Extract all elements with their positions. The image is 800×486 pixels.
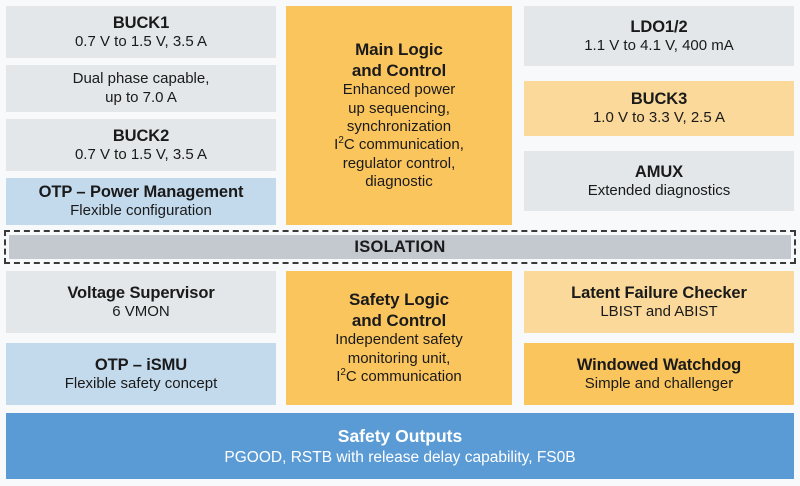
block-dual-phase[interactable]: Dual phase capable, up to 7.0 A bbox=[6, 64, 276, 112]
block-buck2-spec: 0.7 V to 1.5 V, 3.5 A bbox=[74, 145, 208, 163]
block-main-logic-sub-5: regulator control, bbox=[342, 154, 456, 172]
block-ldo1-2-title: LDO1/2 bbox=[630, 17, 688, 36]
block-buck1[interactable]: BUCK1 0.7 V to 1.5 V, 3.5 A bbox=[6, 6, 276, 58]
block-amux[interactable]: AMUX Extended diagnostics bbox=[524, 151, 794, 211]
block-safety-logic-title-line2: and Control bbox=[351, 310, 447, 330]
block-safety-logic-sub-3: I2C communication bbox=[336, 366, 462, 385]
block-otp-power-management-title: OTP – Power Management bbox=[38, 183, 244, 202]
isolation-bar[interactable]: ISOLATION bbox=[9, 235, 791, 259]
block-ldo1-2[interactable]: LDO1/2 1.1 V to 4.1 V, 400 mA bbox=[524, 6, 794, 66]
isolation-boundary: ISOLATION bbox=[4, 230, 796, 264]
block-main-logic-sub-4: I2C communication, bbox=[334, 135, 464, 154]
block-windowed-watchdog[interactable]: Windowed Watchdog Simple and challenger bbox=[524, 343, 794, 405]
block-buck1-title: BUCK1 bbox=[112, 13, 170, 32]
block-safety-outputs-sub: PGOOD, RSTB with release delay capabilit… bbox=[224, 448, 576, 466]
power-domain-center-column: Main Logic and Control Enhanced power up… bbox=[286, 6, 512, 225]
block-safety-outputs[interactable]: Safety Outputs PGOOD, RSTB with release … bbox=[6, 413, 794, 479]
block-otp-power-management-sub: Flexible configuration bbox=[70, 202, 212, 220]
block-main-logic-sub-6: diagnostic bbox=[365, 172, 433, 190]
power-domain-left-column: BUCK1 0.7 V to 1.5 V, 3.5 A Dual phase c… bbox=[6, 6, 276, 225]
isolation-label: ISOLATION bbox=[354, 237, 446, 256]
block-dual-phase-line1: Dual phase capable, bbox=[72, 69, 210, 87]
block-buck3-title: BUCK3 bbox=[630, 90, 688, 109]
block-safety-logic-sub-1: Independent safety bbox=[335, 331, 463, 349]
block-voltage-supervisor[interactable]: Voltage Supervisor 6 VMON bbox=[6, 271, 276, 333]
block-otp-power-management[interactable]: OTP – Power Management Flexible configur… bbox=[6, 177, 276, 225]
block-voltage-supervisor-sub: 6 VMON bbox=[112, 302, 170, 320]
block-otp-ismu-title: OTP – iSMU bbox=[94, 355, 188, 374]
block-buck3[interactable]: BUCK3 1.0 V to 3.3 V, 2.5 A bbox=[524, 81, 794, 136]
block-otp-ismu[interactable]: OTP – iSMU Flexible safety concept bbox=[6, 343, 276, 405]
block-safety-logic-and-control[interactable]: Safety Logic and Control Independent saf… bbox=[286, 271, 512, 405]
safety-domain-left-column: Voltage Supervisor 6 VMON OTP – iSMU Fle… bbox=[6, 271, 276, 405]
block-main-logic-sub-1: Enhanced power bbox=[342, 81, 456, 99]
block-windowed-watchdog-title: Windowed Watchdog bbox=[576, 355, 742, 374]
safety-domain-center-column: Safety Logic and Control Independent saf… bbox=[286, 271, 512, 405]
block-buck1-spec: 0.7 V to 1.5 V, 3.5 A bbox=[74, 32, 208, 50]
block-otp-ismu-sub: Flexible safety concept bbox=[64, 374, 218, 392]
block-latent-failure-checker[interactable]: Latent Failure Checker LBIST and ABIST bbox=[524, 271, 794, 333]
superscript-two: 2 bbox=[340, 366, 346, 378]
block-latent-failure-checker-title: Latent Failure Checker bbox=[571, 283, 747, 302]
block-buck3-spec: 1.0 V to 3.3 V, 2.5 A bbox=[592, 109, 726, 127]
block-dual-phase-line2: up to 7.0 A bbox=[105, 89, 177, 107]
block-amux-sub: Extended diagnostics bbox=[587, 181, 731, 199]
power-domain-right-column: LDO1/2 1.1 V to 4.1 V, 400 mA BUCK3 1.0 … bbox=[524, 6, 794, 225]
block-buck2[interactable]: BUCK2 0.7 V to 1.5 V, 3.5 A bbox=[6, 119, 276, 171]
block-voltage-supervisor-title: Voltage Supervisor bbox=[67, 283, 215, 302]
block-safety-logic-sub-2: monitoring unit, bbox=[347, 349, 451, 367]
block-main-logic-title-line2: and Control bbox=[351, 60, 447, 80]
block-amux-title: AMUX bbox=[634, 162, 684, 181]
safety-domain-right-column: Latent Failure Checker LBIST and ABIST W… bbox=[524, 271, 794, 405]
block-main-logic-title-line1: Main Logic bbox=[355, 39, 443, 59]
block-safety-logic-title-line1: Safety Logic bbox=[349, 289, 449, 309]
block-ldo1-2-spec: 1.1 V to 4.1 V, 400 mA bbox=[584, 36, 734, 54]
block-buck2-title: BUCK2 bbox=[112, 126, 170, 145]
block-safety-outputs-title: Safety Outputs bbox=[337, 425, 463, 446]
superscript-two: 2 bbox=[338, 135, 344, 147]
block-latent-failure-checker-sub: LBIST and ABIST bbox=[600, 302, 718, 320]
block-main-logic-sub-3: synchronization bbox=[346, 117, 452, 135]
block-main-logic-sub-2: up sequencing, bbox=[348, 99, 450, 117]
block-windowed-watchdog-sub: Simple and challenger bbox=[584, 374, 734, 392]
block-main-logic-and-control[interactable]: Main Logic and Control Enhanced power up… bbox=[286, 6, 512, 225]
